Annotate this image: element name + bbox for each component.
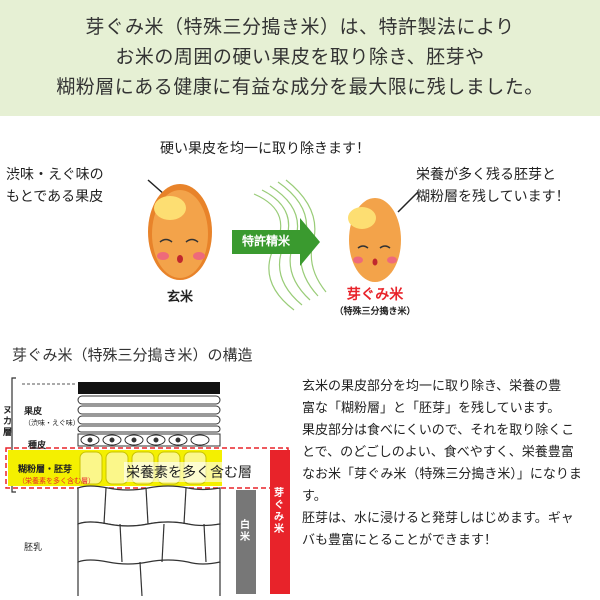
hakumai-bar <box>236 490 256 594</box>
description-line-8: バも豊富にとることができます！ <box>302 533 498 548</box>
description-line-2: 富な「糊粉層」と「胚芽」を残しています。 <box>302 401 561 416</box>
right-caption-line-1: 栄養が多く残る胚芽と <box>416 167 556 183</box>
kahi-sublabel: （渋味・えぐ味） <box>24 419 80 427</box>
outer-black-band <box>78 382 220 394</box>
shuhi-label: 種皮 <box>28 441 47 451</box>
intro-banner: 芽ぐみ米（特殊三分搗き米）は、特許製法により お米の周囲の硬い果皮を取り除き、胚… <box>0 0 600 116</box>
banner-line-1: 芽ぐみ米（特殊三分搗き米）は、特許製法により <box>85 16 515 38</box>
megumi-bar-label: 芽ぐみ米 <box>274 488 284 535</box>
description-line-1: 玄米の果皮部分を均一に取り除き、栄養の豊 <box>302 379 562 394</box>
nutrient-layer-label: 栄養素を多く含む層 <box>124 462 254 482</box>
refining-arrow-icon <box>232 218 320 266</box>
seed-coat-layer <box>77 433 221 447</box>
kofun-label: 糊粉層・胚芽 <box>18 465 73 475</box>
banner-line-2: お米の周囲の硬い果皮を取り除き、胚芽や <box>115 46 485 68</box>
megumi-sublabel: （特殊三分搗き米） <box>334 307 416 317</box>
banner-line-3: 糊粉層にある健康に有益な成分を最大限に残しました。 <box>56 76 544 98</box>
nutrient-highlight-box <box>5 447 289 489</box>
megumi-grain-icon <box>348 198 401 282</box>
right-caption-line-2: 糊粉層を残しています！ <box>416 189 570 205</box>
endosperm-cells <box>77 485 221 596</box>
description-line-4: とで、のどごしのよい、食べやすく、栄養豊富 <box>302 445 574 460</box>
right-pointer-line <box>397 191 419 213</box>
nuka-bracket <box>11 377 16 493</box>
left-caption-line-2: もとである果皮 <box>6 189 104 205</box>
megumi-label: 芽ぐみ米 <box>346 287 404 303</box>
genmai-grain-icon <box>148 184 212 280</box>
hainyu-label: 胚乳 <box>24 543 43 553</box>
process-top-caption: 硬い果皮を均一に取り除きます！ <box>160 141 370 157</box>
structure-title: 芽ぐみ米（特殊三分搗き米）の構造 <box>12 346 253 364</box>
kahi-label: 果皮 <box>24 407 43 417</box>
description-line-3: 果皮部分は食べにくいので、それを取り除くこ <box>302 423 575 438</box>
structure-description: 玄米の果皮部分を均一に取り除き、栄養の豊 富な「糊粉層」と「胚芽」を残しています… <box>302 376 598 552</box>
hakumai-label: 白米 <box>240 520 250 543</box>
left-caption-line-1: 渋味・えぐ味の <box>6 167 104 183</box>
description-line-6: す。 <box>302 489 327 504</box>
genmai-label: 玄米 <box>166 290 193 305</box>
kofun-sublabel: （栄養素を多く含む層） <box>18 477 95 485</box>
description-line-7: 胚芽は、水に浸けると発芽しはじめます。ギャ <box>302 511 574 526</box>
megumi-bar <box>270 450 290 594</box>
nuka-side-label: ヌカ層 <box>3 406 13 438</box>
arrow-label: 特許精米 <box>241 234 290 248</box>
description-line-5: なお米「芽ぐみ米（特殊三分搗き米）」になりま <box>302 467 582 482</box>
process-illustration <box>147 179 419 311</box>
